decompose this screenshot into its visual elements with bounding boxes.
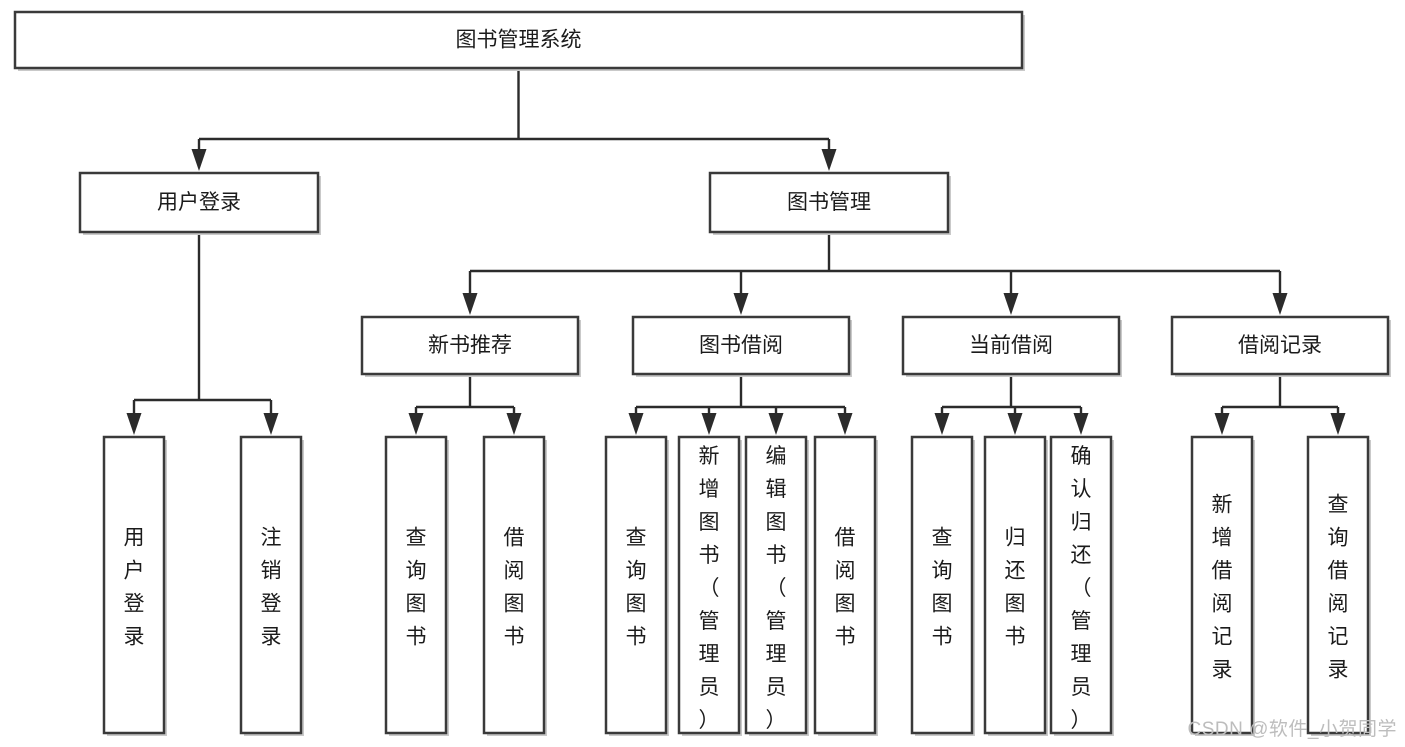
node-label: 查询借阅记录 (1328, 494, 1349, 682)
node-root[interactable]: 图书管理系统 (13, 10, 1025, 71)
connector-group-user_login (126, 232, 279, 435)
node-label: 新增借阅记录 (1212, 494, 1233, 682)
node-current_borrow[interactable]: 当前借阅 (901, 315, 1122, 377)
arrow-head-icon (1214, 413, 1230, 435)
node-book_manage[interactable]: 图书管理 (708, 171, 951, 235)
node-label: 新增图书（管理员） (699, 445, 720, 732)
node-rect[interactable] (239, 435, 303, 735)
node-leaf_edit_book[interactable]: 编辑图书（管理员） (744, 435, 809, 736)
connector-group-current_borrow (934, 374, 1089, 435)
node-label: 用户登录 (124, 527, 145, 649)
arrow-head-icon (701, 413, 717, 435)
node-rect[interactable] (677, 435, 741, 735)
node-leaf_query_book_1[interactable]: 查询图书 (384, 435, 449, 736)
node-leaf_return_book[interactable]: 归还图书 (983, 435, 1048, 736)
node-label: 图书管理 (787, 191, 871, 214)
node-label: 当前借阅 (969, 334, 1053, 357)
arrow-head-icon (628, 413, 644, 435)
connector-group-book_manage (462, 232, 1288, 315)
node-leaf_borrow_book_1[interactable]: 借阅图书 (482, 435, 547, 736)
arrow-head-icon (821, 149, 837, 171)
node-label: 查询图书 (626, 527, 647, 649)
node-label: 新书推荐 (428, 334, 512, 357)
node-leaf_query_book_2[interactable]: 查询图书 (604, 435, 669, 736)
node-label: 借阅图书 (504, 527, 525, 649)
node-leaf_confirm_return[interactable]: 确认归还（管理员） (1049, 435, 1114, 736)
arrow-head-icon (1330, 413, 1346, 435)
node-rect[interactable] (384, 435, 448, 735)
node-rect[interactable] (901, 315, 1121, 376)
node-leaf_user_login[interactable]: 用户登录 (102, 435, 167, 736)
node-leaf_add_record[interactable]: 新增借阅记录 (1190, 435, 1255, 736)
node-leaf_borrow_book_2[interactable]: 借阅图书 (813, 435, 878, 736)
node-label: 确认归还（管理员） (1071, 445, 1092, 732)
node-new_book_rec[interactable]: 新书推荐 (360, 315, 581, 377)
node-label: 编辑图书（管理员） (766, 445, 787, 732)
node-rect[interactable] (1170, 315, 1390, 376)
node-rect[interactable] (708, 171, 950, 234)
node-leaf_query_record[interactable]: 查询借阅记录 (1306, 435, 1371, 736)
node-label: 归还图书 (1005, 527, 1026, 649)
node-leaf_logout[interactable]: 注销登录 (239, 435, 304, 736)
node-rect[interactable] (102, 435, 166, 735)
arrow-head-icon (768, 413, 784, 435)
node-rect[interactable] (1190, 435, 1254, 735)
arrow-head-icon (1003, 293, 1019, 315)
node-leaf_query_book_3[interactable]: 查询图书 (910, 435, 975, 736)
node-label: 查询图书 (406, 527, 427, 649)
node-book_borrow[interactable]: 图书借阅 (631, 315, 852, 377)
node-rect[interactable] (744, 435, 808, 735)
arrow-head-icon (934, 413, 950, 435)
arrow-head-icon (263, 413, 279, 435)
node-rect[interactable] (813, 435, 877, 735)
arrow-head-icon (837, 413, 853, 435)
node-layer: 图书管理系统用户登录图书管理新书推荐图书借阅当前借阅借阅记录用户登录注销登录查询… (13, 10, 1391, 736)
node-rect[interactable] (1306, 435, 1370, 735)
arrow-head-icon (733, 293, 749, 315)
arrow-head-icon (191, 149, 207, 171)
arrow-head-icon (126, 413, 142, 435)
node-rect[interactable] (604, 435, 668, 735)
arrow-head-icon (1007, 413, 1023, 435)
connector-group-book_borrow (628, 374, 853, 435)
node-label: 查询图书 (932, 527, 953, 649)
watermark-text: CSDN @软件_小贺同学 (1187, 719, 1397, 740)
node-rect[interactable] (360, 315, 580, 376)
node-label: 注销登录 (261, 527, 282, 649)
arrow-head-icon (1272, 293, 1288, 315)
node-label: 图书借阅 (699, 334, 783, 357)
node-rect[interactable] (631, 315, 851, 376)
connector-group-new_book_rec (408, 374, 522, 435)
node-rect[interactable] (983, 435, 1047, 735)
arrow-head-icon (462, 293, 478, 315)
node-rect[interactable] (1049, 435, 1113, 735)
node-rect[interactable] (13, 10, 1024, 70)
node-rect[interactable] (78, 171, 320, 234)
node-label: 图书管理系统 (456, 29, 582, 52)
node-label: 借阅记录 (1238, 334, 1322, 357)
edge-layer (126, 68, 1346, 435)
node-label: 借阅图书 (835, 527, 856, 649)
node-user_login[interactable]: 用户登录 (78, 171, 321, 235)
node-label: 用户登录 (157, 191, 241, 214)
node-leaf_add_book[interactable]: 新增图书（管理员） (677, 435, 742, 736)
connector-group-borrow_record (1214, 374, 1346, 435)
arrow-head-icon (506, 413, 522, 435)
arrow-head-icon (1073, 413, 1089, 435)
node-borrow_record[interactable]: 借阅记录 (1170, 315, 1391, 377)
arrow-head-icon (408, 413, 424, 435)
node-rect[interactable] (482, 435, 546, 735)
node-rect[interactable] (910, 435, 974, 735)
connector-group-root (191, 68, 837, 171)
